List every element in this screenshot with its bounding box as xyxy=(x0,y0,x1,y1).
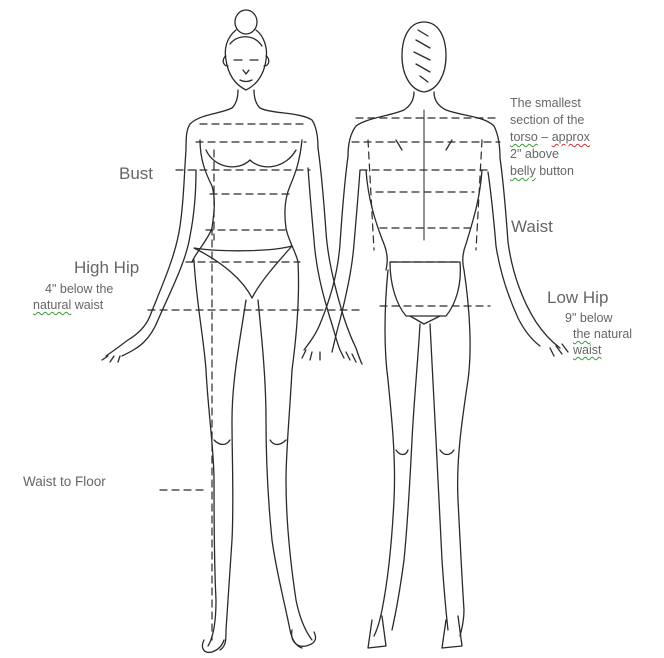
button-word: button xyxy=(536,164,574,178)
torso-word: torso xyxy=(510,130,538,144)
bust-label: Bust xyxy=(119,164,153,184)
high-hip-note-line2: natural waist xyxy=(33,298,103,312)
low-hip-label: Low Hip xyxy=(547,288,608,308)
torso-note-line4: 2" above xyxy=(510,147,559,161)
belly-word: belly xyxy=(510,164,536,178)
high-hip-natural-word: natural xyxy=(33,298,71,312)
low-hip-natural-word: natural xyxy=(590,327,632,341)
high-hip-note-line1: 4" below the xyxy=(45,282,113,296)
approx-word: approx xyxy=(552,130,590,144)
waist-label: Waist xyxy=(511,217,553,237)
torso-note-line3: torso – approx xyxy=(510,130,590,144)
torso-note-line2: section of the xyxy=(510,113,584,127)
torso-note-line5: belly button xyxy=(510,164,574,178)
torso-note-line1: The smallest xyxy=(510,96,581,110)
waist-to-floor-label: Waist to Floor xyxy=(23,474,106,490)
low-hip-the-word: the xyxy=(573,327,590,341)
front-head xyxy=(223,10,269,90)
high-hip-label: High Hip xyxy=(74,258,139,278)
back-measure-lines xyxy=(352,118,500,306)
torso-separator: – xyxy=(538,130,552,144)
low-hip-note-line3: waist xyxy=(573,343,601,357)
front-figure xyxy=(102,10,362,652)
low-hip-note-line1: 9" below xyxy=(565,311,613,325)
high-hip-waist-word: waist xyxy=(71,298,103,312)
low-hip-waist-word: waist xyxy=(573,343,601,357)
low-hip-note-line2: the natural xyxy=(573,327,632,341)
front-measure-lines xyxy=(148,124,360,640)
